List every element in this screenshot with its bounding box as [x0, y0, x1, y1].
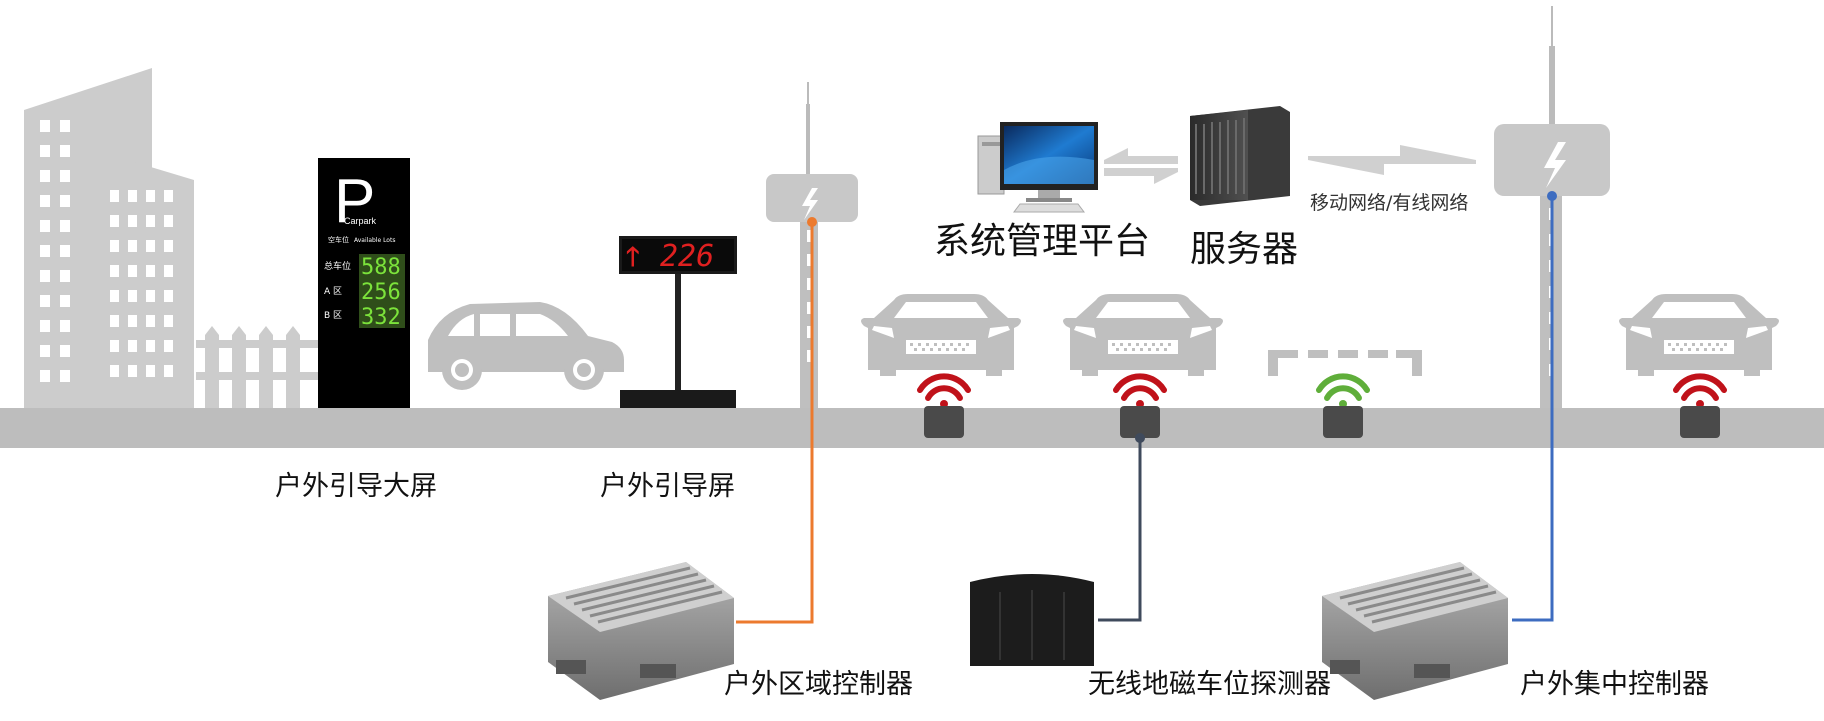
wireless-detector-device [970, 574, 1094, 666]
buildings [24, 68, 194, 408]
sign-header-cn: 空车位 [328, 235, 349, 244]
label-network: 移动网络/有线网络 [1310, 192, 1469, 214]
computer [977, 122, 1098, 213]
bidirectional-arrow-left [1104, 148, 1178, 184]
parked-car [861, 294, 1021, 376]
label-wireless-detector: 无线地磁车位探测器 [1088, 669, 1331, 700]
arrow-up-icon: 🡑 [626, 242, 640, 272]
guide-screen-value: 226 [660, 239, 714, 274]
label-server: 服务器 [1190, 229, 1299, 270]
sign-row-value-0: 588 [361, 255, 401, 280]
empty-parking-spot [1268, 350, 1422, 376]
sign-row-value-1: 256 [361, 280, 401, 305]
connection-line-orange [736, 222, 814, 624]
vehicle-suv [428, 302, 624, 390]
sign-brand: Carpark [344, 216, 377, 226]
lightning-icon [802, 188, 818, 220]
label-outdoor-screen: 户外引导屏 [600, 471, 735, 502]
area-controller-device [548, 562, 734, 700]
wifi-signal-icon [1316, 373, 1370, 408]
wifi-signal-icon [917, 373, 971, 408]
wifi-signal-icon [1113, 373, 1167, 408]
label-system-platform: 系统管理平台 [934, 221, 1151, 262]
sign-row-value-2: 332 [361, 305, 401, 330]
sign-header-en: Available Lots [354, 237, 395, 244]
fence [196, 326, 320, 408]
sign-row-label-1: A 区 [324, 286, 342, 297]
sign-row-label-0: 总车位 [324, 260, 351, 272]
sign-row-label-2: B 区 [324, 310, 342, 321]
ground-sensor [924, 406, 1720, 438]
connection-line-blue [1512, 196, 1554, 622]
wifi-signal-icon [1673, 373, 1727, 408]
bidirectional-arrow-right [1308, 145, 1476, 175]
parked-car [1619, 294, 1779, 376]
parked-car [1063, 294, 1223, 376]
lightning-icon [1544, 142, 1566, 188]
label-outdoor-large-screen: 户外引导大屏 [275, 471, 437, 502]
outdoor-guide-screen: 🡑 226 [619, 236, 737, 408]
sign-letter: P [334, 167, 375, 236]
connection-line-dark [1098, 438, 1142, 622]
label-central-controller: 户外集中控制器 [1520, 669, 1709, 700]
central-controller-device [1322, 562, 1508, 700]
label-area-controller: 户外区域控制器 [724, 669, 913, 700]
outdoor-large-guide-screen: P Carpark 空车位 Available Lots 总车位 A 区 B 区… [318, 158, 410, 408]
server [1190, 106, 1290, 206]
road [0, 408, 1824, 448]
